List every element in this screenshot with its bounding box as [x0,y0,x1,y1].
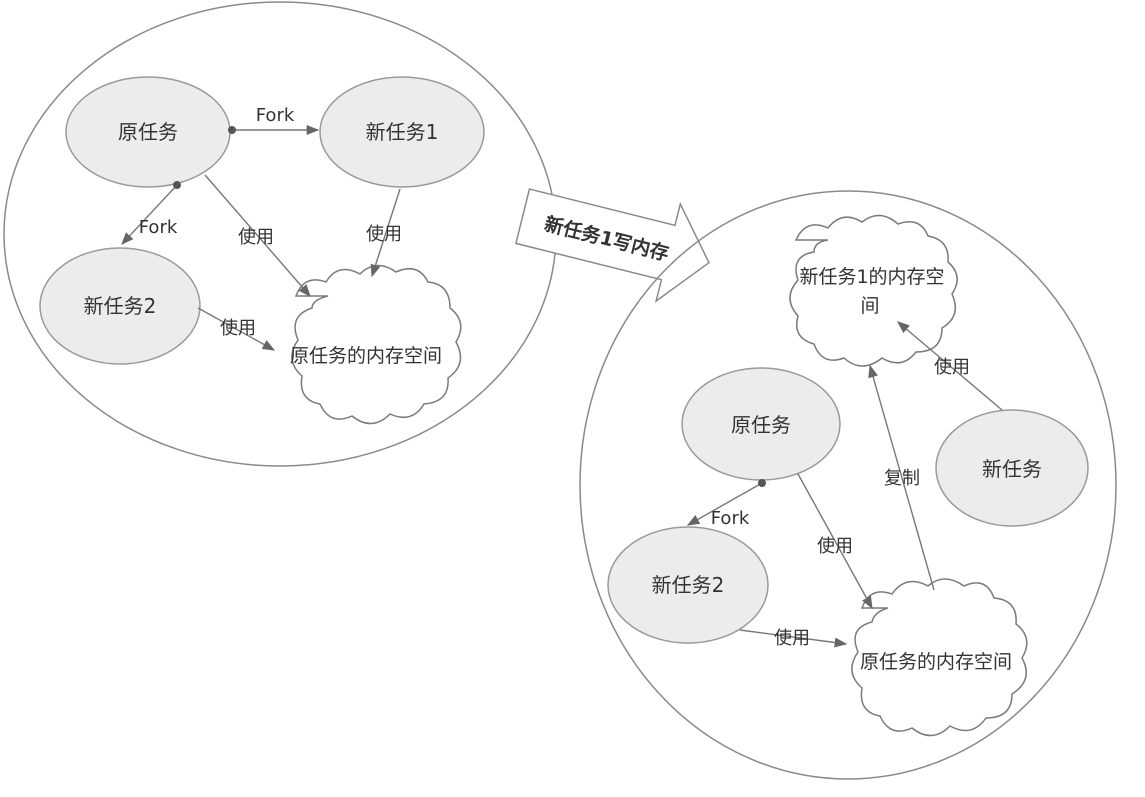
after-new-task-1-memory-label-line1: 新任务1的内存空 [799,266,944,288]
before-use-edge-new1 [370,188,401,278]
after-use-label-new2: 使用 [774,628,810,649]
after-original-task-label: 原任务 [731,413,791,437]
transition-arrow-shape [514,188,710,303]
before-node-original-task: 原任务 [65,76,231,188]
after-copy-edge [868,364,935,591]
after-node-original-task: 原任务 [681,367,841,481]
before-container-circle [3,1,557,467]
after-copy-label: 复制 [884,468,920,489]
before-fork-dot-new1 [228,126,236,134]
after-fork-label-new2: Fork [711,508,750,529]
after-original-memory-cloud-shape [851,578,1028,737]
after-use-edge-new2 [739,629,848,648]
after-new-task-label: 新任务 [982,457,1042,481]
after-new-task-2-label: 新任务2 [652,573,725,597]
before-use-label-new1: 使用 [366,224,402,245]
after-panel: 新任务1的内存空 间 原任务 新任务 新任务2 原任务的内存空间 Fork 使用… [579,190,1117,780]
before-node-new-task-1: 新任务1 [319,76,485,188]
before-new-task-2-label: 新任务2 [84,294,157,318]
after-node-new-task-2: 新任务2 [607,526,769,644]
after-fork-dot-new2 [758,479,766,487]
before-fork-label-new1: Fork [256,105,295,126]
after-original-memory-cloud: 原任务的内存空间 [851,578,1028,737]
after-new-task-1-memory-label-line2: 间 [860,295,879,317]
after-new-task-1-memory-cloud: 新任务1的内存空 间 [789,214,958,367]
before-panel: 原任务 新任务1 新任务2 原任务的内存空间 Fork Fork 使用 使用 使… [3,1,557,467]
before-fork-dot-new2 [173,181,181,189]
after-use-edge-original [797,473,873,610]
after-use-label-original: 使用 [817,536,853,557]
before-original-task-label: 原任务 [118,120,178,144]
after-container-circle [579,190,1117,780]
before-memory-cloud: 原任务的内存空间 [290,264,462,425]
after-fork-edge-new2 [686,482,763,526]
before-use-edge-original [204,174,311,297]
after-node-new-task: 新任务 [935,409,1089,527]
before-fork-label-new2: Fork [139,217,178,238]
before-new-task-1-label: 新任务1 [366,120,439,144]
after-new-task-1-memory-cloud-shape [789,214,958,367]
after-use-label-new-task: 使用 [934,357,970,378]
before-use-label-original: 使用 [238,227,274,248]
after-original-memory-label: 原任务的内存空间 [860,651,1012,673]
before-use-edge-new2 [197,307,276,351]
after-use-edge-new-task [897,321,1003,411]
before-fork-edge-new2 [121,184,178,245]
transition-arrow: 新任务1写内存 [514,188,710,303]
before-memory-label: 原任务的内存空间 [290,345,442,367]
before-use-label-new2: 使用 [220,318,256,339]
before-node-new-task-2: 新任务2 [39,247,201,365]
